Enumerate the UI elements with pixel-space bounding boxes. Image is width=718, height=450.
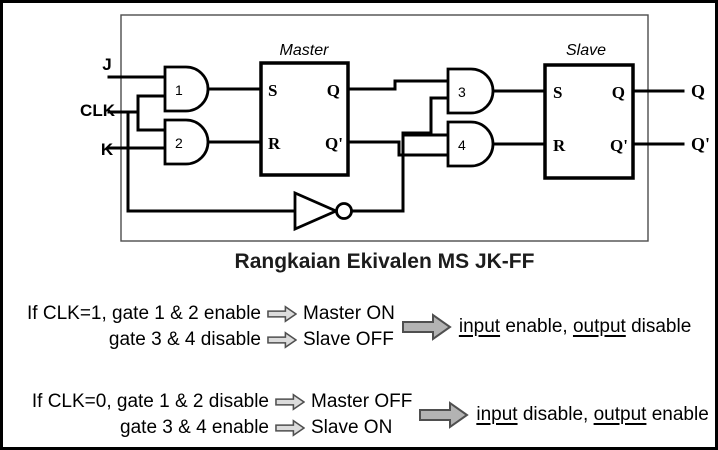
- note-block-clk0: If CLK=0, gate 1 & 2 disable Master OFF …: [19, 389, 709, 441]
- master-pin-r: R: [268, 134, 281, 153]
- note2-line2-result: Slave ON: [311, 417, 393, 438]
- master-pin-q: Q: [327, 81, 340, 100]
- note2-summary: input disable, output enable: [476, 404, 709, 425]
- gate4-number: 4: [458, 137, 466, 153]
- circuit-outer-box: [120, 14, 649, 242]
- note1-line1: If CLK=1, gate 1 & 2 enable Master ON: [11, 301, 395, 327]
- slave-pin-qn: Q': [610, 136, 628, 155]
- note1-summary: input enable, output disable: [458, 316, 692, 337]
- not-gate-bubble: [335, 202, 353, 220]
- note2-line2-condition: gate 3 & 4 enable: [120, 417, 269, 438]
- note1-line2-result: Slave OFF: [303, 329, 394, 350]
- right-arrow-icon: [267, 331, 297, 349]
- master-pin-qn: Q': [325, 134, 343, 153]
- slave-pin-s: S: [553, 83, 562, 102]
- note2-line1-condition: If CLK=0, gate 1 & 2 disable: [31, 391, 269, 412]
- wire-masterq-to-gate3: [346, 79, 450, 91]
- and-gate-4: [446, 120, 495, 168]
- slave-label: Slave: [566, 42, 606, 59]
- output-label-qn: Q': [691, 134, 710, 154]
- master-pin-s: S: [268, 81, 277, 100]
- note1-line1-condition: If CLK=1, gate 1 & 2 enable: [27, 303, 261, 324]
- note1-line2-condition: gate 3 & 4 disable: [108, 329, 261, 350]
- not-gate: [293, 190, 340, 232]
- gate2-number: 2: [175, 135, 183, 151]
- right-arrow-icon: [275, 393, 305, 411]
- note2-lines: If CLK=0, gate 1 & 2 disable Master OFF …: [19, 389, 412, 441]
- gate3-number: 3: [458, 84, 466, 100]
- master-box: [259, 61, 350, 177]
- note2-line1-result: Master OFF: [311, 391, 413, 412]
- note2-line2: gate 3 & 4 enable Slave ON: [19, 415, 412, 441]
- diagram-title: Rangkaian Ekivalen MS JK-FF: [234, 250, 535, 273]
- big-right-arrow-icon: [419, 401, 470, 429]
- right-arrow-icon: [267, 305, 297, 323]
- slave-pin-q: Q: [612, 83, 625, 102]
- note1-lines: If CLK=1, gate 1 & 2 enable Master ON ga…: [11, 301, 395, 353]
- output-label-q: Q: [691, 81, 705, 101]
- wire-masterqn-to-gate4: [346, 140, 450, 157]
- note1-line1-result: Master ON: [303, 303, 395, 324]
- wire-clk-gate-branch: [136, 94, 167, 132]
- note1-line2: gate 3 & 4 disable Slave OFF: [11, 327, 395, 353]
- slave-box: [543, 63, 635, 180]
- jkff-circuit-diagram: 1 2 3 4 Master S Q R Q' Slave S Q R Q' J…: [80, 14, 710, 242]
- slave-pin-r: R: [553, 136, 566, 155]
- wire-clk-to-inverter: [126, 110, 297, 213]
- input-label-k: K: [101, 140, 114, 159]
- big-right-arrow-icon: [401, 313, 452, 341]
- master-label: Master: [280, 42, 330, 59]
- note-block-clk1: If CLK=1, gate 1 & 2 enable Master ON ga…: [11, 301, 691, 353]
- note2-line1: If CLK=0, gate 1 & 2 disable Master OFF: [19, 389, 412, 415]
- right-arrow-icon: [275, 419, 305, 437]
- and-gate-3: [446, 67, 495, 115]
- wire-clkbar-to-gate3: [350, 96, 450, 213]
- input-label-j: J: [102, 55, 111, 74]
- gate1-number: 1: [175, 82, 183, 98]
- and-gate-1: [163, 65, 210, 113]
- and-gate-2: [163, 118, 210, 166]
- input-label-clk: CLK: [80, 101, 116, 120]
